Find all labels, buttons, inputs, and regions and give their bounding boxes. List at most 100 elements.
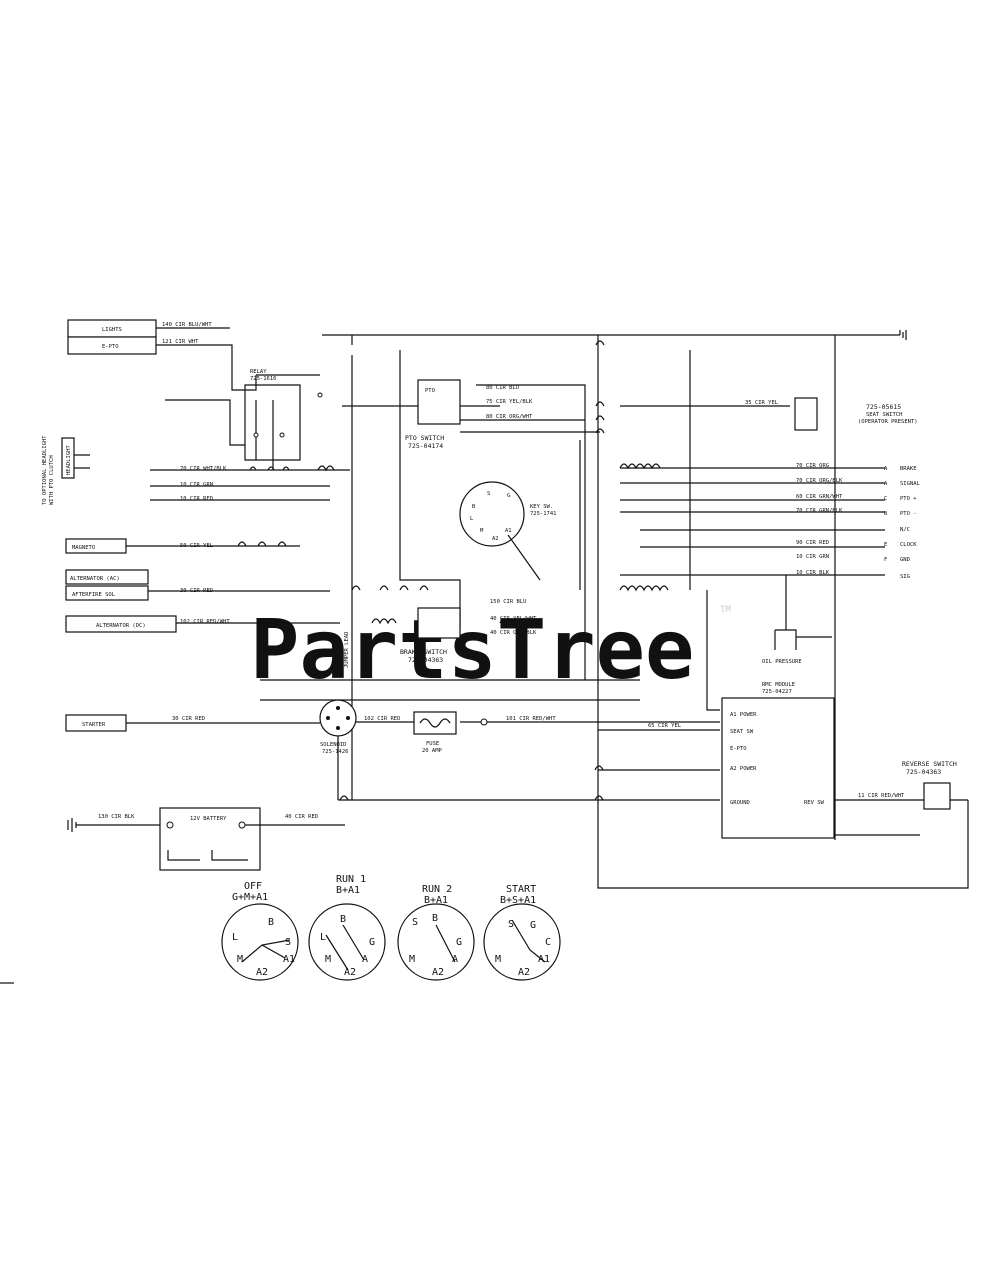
svg-text:A: A — [362, 954, 368, 965]
label-afterfire-sol: AFTERFIRE SOL — [72, 592, 116, 598]
headlight-note: TO OPTIONAL HEADLIGHT WITH PTO CLUTCH HE… — [42, 435, 90, 505]
label-magneto: MAGNETO — [72, 545, 95, 551]
seat-switch-note: (OPERATOR PRESENT) — [858, 419, 918, 425]
svg-text:A1: A1 — [538, 954, 550, 965]
rmc-pin-2: E-PTO — [730, 746, 747, 752]
svg-text:C: C — [545, 937, 551, 948]
headlight-note-text: TO OPTIONAL HEADLIGHT — [42, 435, 48, 505]
label-lights: LIGHTS — [102, 327, 122, 333]
jumper-label: JUMPER LEAD — [344, 632, 350, 668]
pin-6: GND — [900, 557, 910, 563]
lights-epto-block: LIGHTS E-PTO 140 CIR BLU/WHT 121 CIR WHT — [67, 319, 212, 355]
key-position-off: OFF G+M+A1 L B S M A1 A2 — [221, 881, 299, 981]
wire-w3: 10 CIR RED — [180, 496, 213, 502]
pin-letter-5: F — [884, 557, 887, 563]
starter-block: STARTER — [65, 714, 127, 732]
solenoid: SOLENOID 725-1426 102 CIR RED — [319, 699, 400, 755]
svg-text:S: S — [487, 491, 490, 497]
fuse-name: FUSE — [426, 741, 439, 747]
reverse-switch-name: REVERSE SWITCH — [902, 760, 957, 768]
pin-0: BRAKE — [900, 466, 917, 472]
wire-rmc-seat: 65 CIR YEL — [648, 723, 682, 729]
key-pos-3-name: START — [506, 884, 536, 895]
key-pos-2-combo: B+A1 — [424, 895, 448, 906]
seat-switch: 35 CIR YEL 725-05615 SEAT SWITCH (OPERAT… — [745, 397, 918, 431]
fuse-rating: 20 AMP — [422, 748, 443, 754]
pin-letter-1: A — [884, 481, 888, 487]
pin-letter-2: C — [884, 496, 887, 502]
wire-brake-b: 40 CIR YEL/WHT — [490, 616, 537, 622]
connector-block: A A C B E F BRAKE SIGNAL PTO + PTO - N/C… — [884, 466, 921, 580]
wire-alt-dc: 102 CIR RED/WHT — [180, 619, 230, 625]
wire-seat: 35 CIR YEL — [745, 400, 779, 406]
pin-2: PTO + — [900, 496, 917, 502]
reverse-switch-part: 725-04363 — [906, 768, 941, 776]
svg-text:M: M — [480, 528, 484, 534]
key-switch: S G B L M A1 A2 KEY SW. 725-1741 — [459, 481, 557, 581]
headlight-tag: HEADLIGHT — [66, 445, 72, 475]
rmc-rev-sw: REV SW — [804, 800, 825, 806]
svg-text:A2: A2 — [518, 967, 530, 978]
key-switch-name: KEY SW. — [530, 504, 553, 510]
oil-pressure-switch: OIL PRESSURE — [762, 629, 832, 665]
rmc-pin-0: A1 POWER — [730, 712, 757, 718]
rmc-pin-4: GROUND — [730, 800, 750, 806]
relay-name: RELAY — [250, 369, 267, 375]
svg-text:B: B — [268, 917, 274, 928]
alternator-ac-block: ALTERNATOR (AC) AFTERFIRE SOL — [65, 569, 149, 601]
rmc-pin-3: A2 POWER — [730, 766, 757, 772]
label-e-pto: E-PTO — [102, 344, 119, 350]
brake-switch-name: BRAKE SWITCH — [400, 648, 447, 656]
wire-r7: 10 CIR BLK — [796, 570, 830, 576]
wire-e-pto: 121 CIR WHT — [162, 339, 199, 345]
wire-pto-b: 75 CIR YEL/BLK — [486, 399, 533, 405]
wire-battery-pos: 40 CIR RED — [285, 814, 318, 820]
solenoid-part: 725-1426 — [322, 749, 349, 755]
wire-r4: 70 CIR GRN/BLK — [796, 508, 843, 514]
rmc-title: RMC MODULE — [762, 682, 795, 688]
pin-4: N/C — [900, 527, 910, 533]
svg-text:G: G — [507, 493, 510, 499]
wire-brake-c: 40 CIR ORG/BLK — [490, 630, 537, 636]
oil-pressure-label: OIL PRESSURE — [762, 659, 802, 665]
watermark: PartsTree — [250, 603, 694, 698]
svg-text:A2: A2 — [344, 967, 356, 978]
svg-text:G: G — [456, 937, 462, 948]
wire-pto-a: 80 CIR BLU — [486, 385, 519, 391]
svg-text:S: S — [285, 937, 291, 948]
alternator-dc-block: ALTERNATOR (DC) — [65, 615, 177, 633]
wire-battery-neg: 130 CIR BLK — [98, 814, 135, 820]
wire-w2: 10 CIR GRN — [180, 482, 213, 488]
svg-text:A2: A2 — [256, 967, 268, 978]
svg-text:A2: A2 — [492, 536, 499, 542]
svg-text:M: M — [495, 954, 501, 965]
brake-switch-part: 725-04363 — [408, 656, 443, 664]
battery: 12V BATTERY 130 CIR BLK 40 CIR RED — [98, 807, 345, 871]
svg-text:L: L — [320, 932, 326, 943]
fuse: FUSE 20 AMP 101 CIR RED/WHT — [413, 711, 556, 754]
rmc-module: RMC MODULE 725-04227 A1 POWER SEAT SW E-… — [648, 682, 835, 839]
pto-switch-part: 725-04174 — [408, 442, 443, 450]
wire-r3: 60 CIR GRN/WHT — [796, 494, 843, 500]
ground-symbol-battery — [67, 818, 160, 832]
wire-r6: 10 CIR GRN — [796, 554, 829, 560]
pin-7: SIG — [900, 574, 910, 580]
wire-starter: 30 CIR RED — [172, 716, 205, 722]
magneto-block: MAGNETO — [65, 538, 127, 554]
label-starter: STARTER — [82, 722, 106, 728]
svg-text:A1: A1 — [505, 528, 512, 534]
seat-switch-name: SEAT SWITCH — [866, 412, 902, 418]
svg-text:A1: A1 — [283, 954, 295, 965]
wire-r1: 70 CIR ORG — [796, 463, 829, 469]
seat-switch-part: 725-05615 — [866, 403, 901, 411]
svg-text:B: B — [340, 914, 346, 925]
wire-pto-c: 80 CIR ORG/WHT — [486, 414, 533, 420]
headlight-sub-text: WITH PTO CLUTCH — [49, 455, 55, 505]
wire-rev: 11 CIR RED/WHT — [858, 793, 905, 799]
pin-letter-3: B — [884, 511, 888, 517]
svg-text:M: M — [325, 954, 331, 965]
pin-3: PTO - — [900, 511, 917, 517]
svg-text:M: M — [409, 954, 415, 965]
solenoid-name: SOLENOID — [320, 742, 347, 748]
